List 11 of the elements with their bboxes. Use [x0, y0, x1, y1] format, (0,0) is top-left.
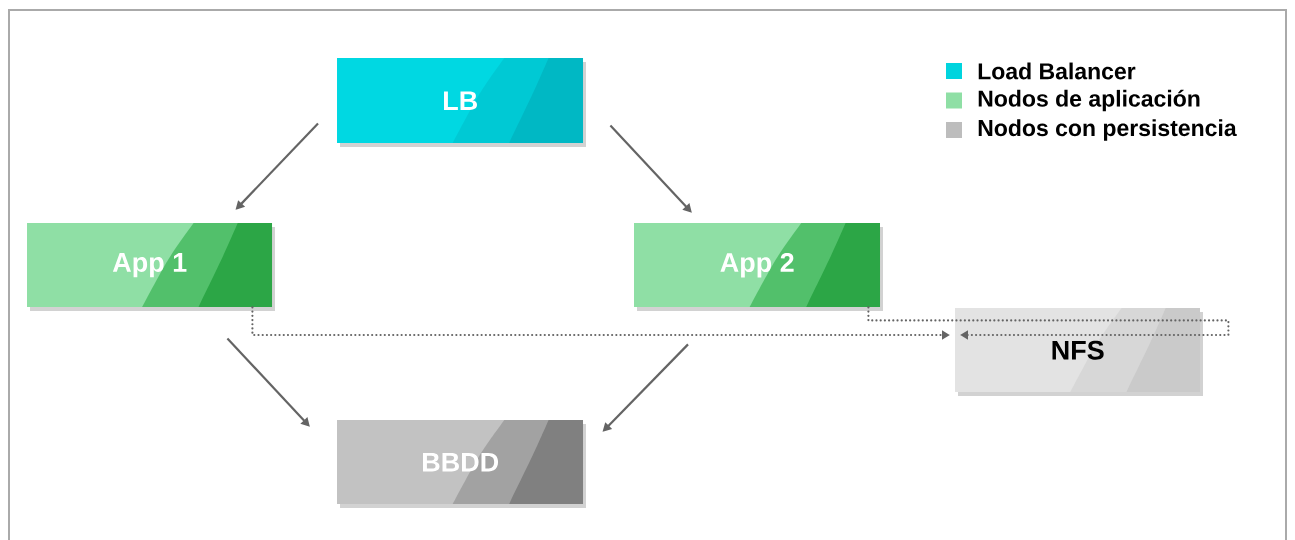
storage-box: NFS [955, 308, 1203, 396]
arrow [226, 337, 310, 427]
database-box: BBDD [337, 420, 586, 508]
balancer-box: LB [337, 58, 586, 147]
legend-text: Nodos con persistencia [978, 119, 1237, 141]
legend-text: Load Balancer [978, 62, 1136, 80]
legend-text: Nodos de aplicación [978, 89, 1200, 112]
app-box: App 2 [634, 223, 883, 311]
dotted-arrow [867, 306, 1230, 340]
arrow [609, 124, 692, 213]
app-box: App 1 [27, 223, 275, 311]
